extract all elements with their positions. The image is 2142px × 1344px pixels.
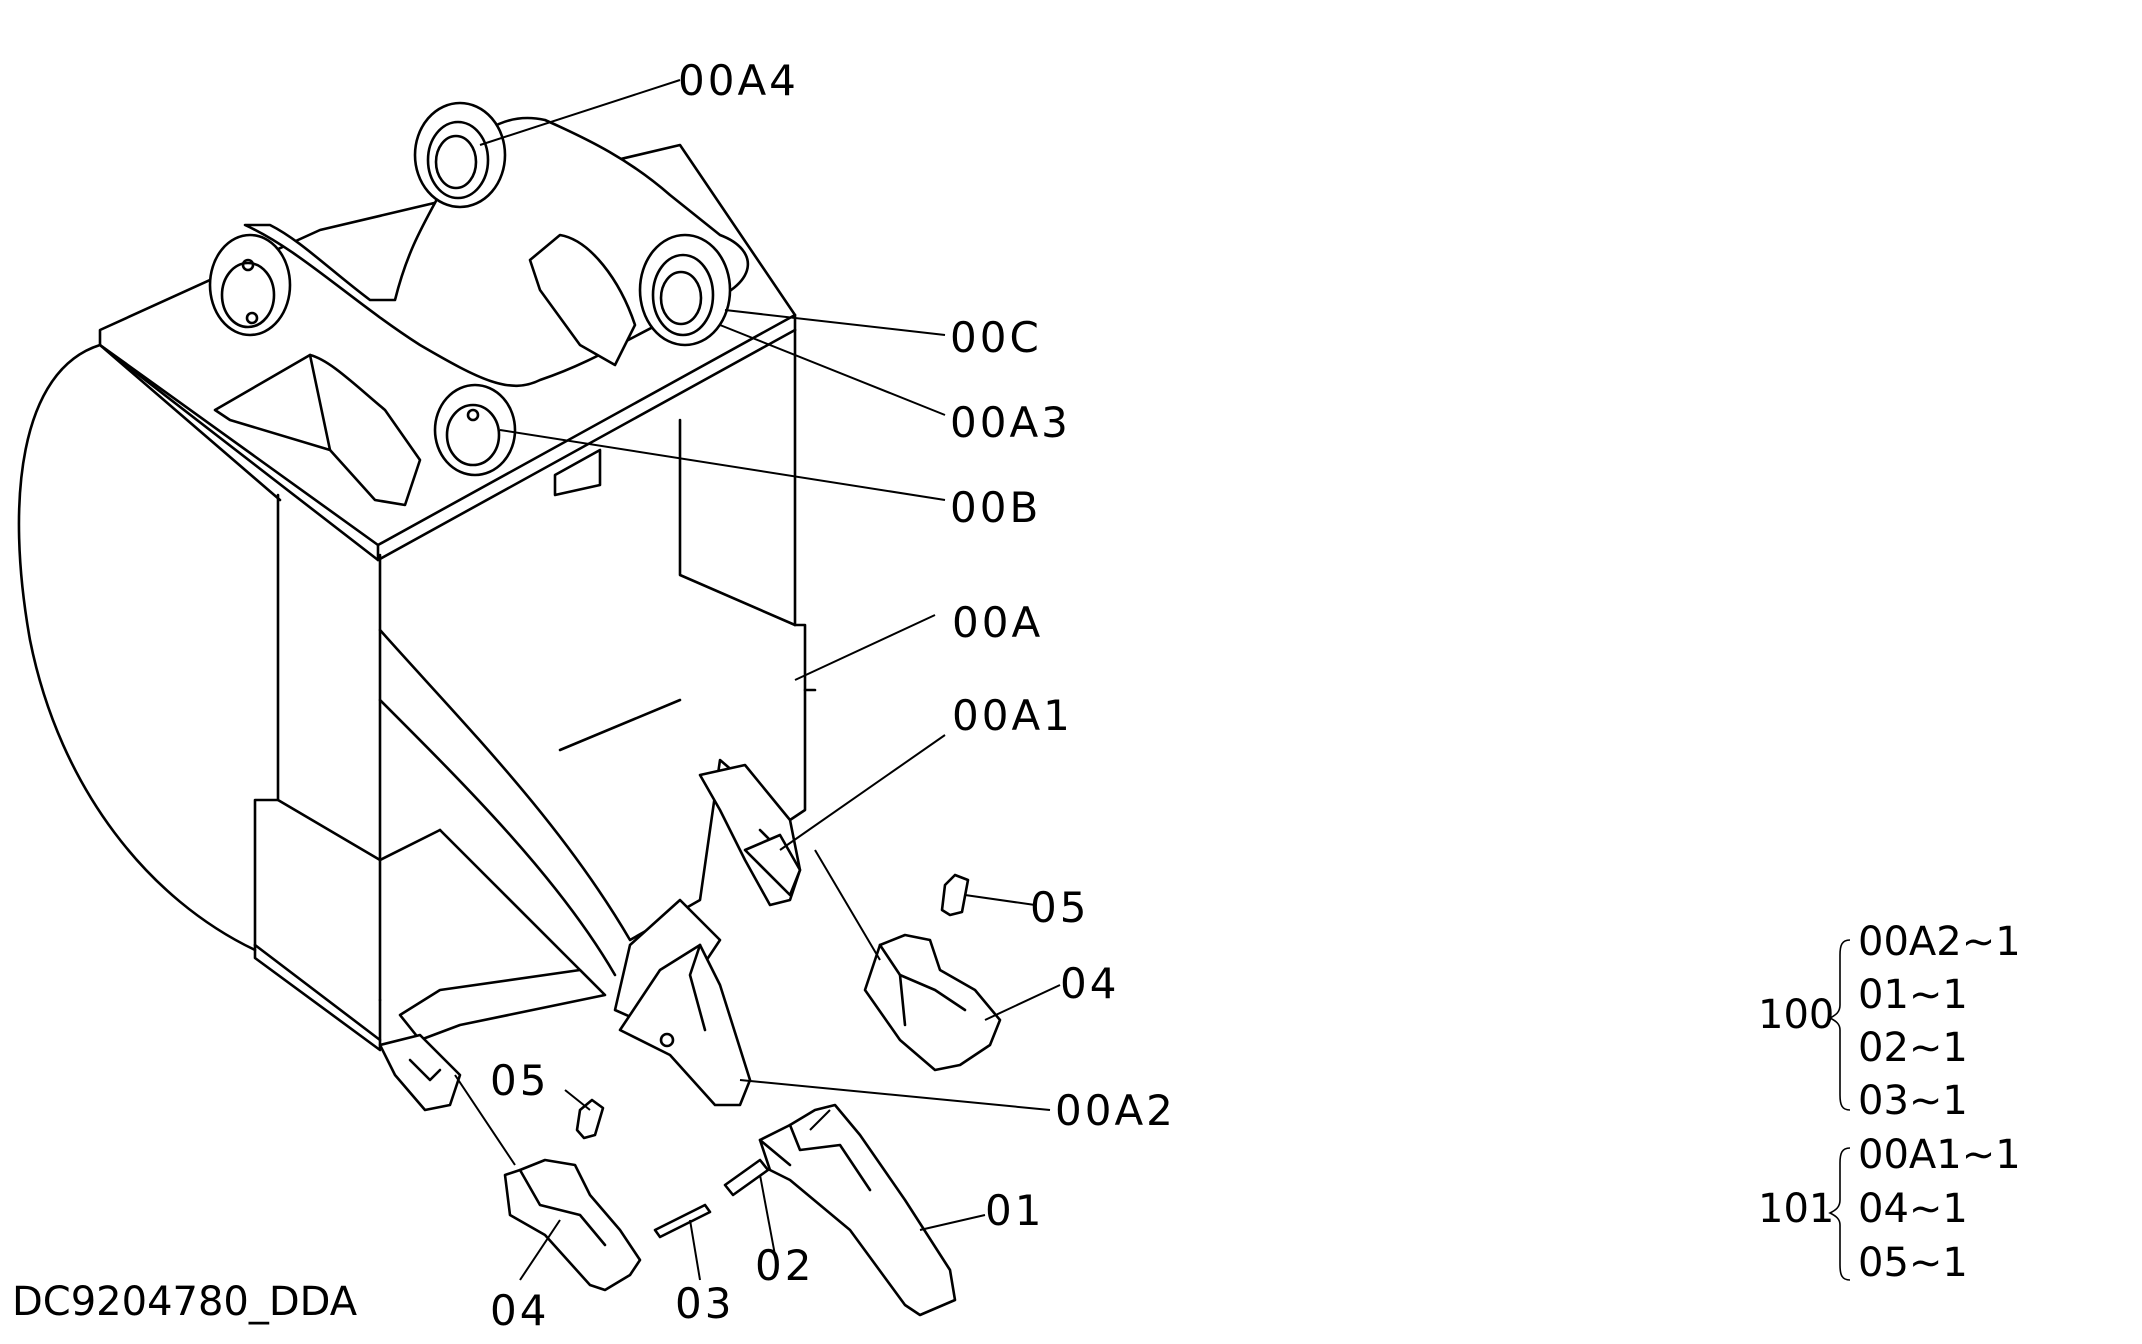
callout-labels: 00A4 00C 00A3 00B 00A 00A1 05 04 00A2 05… [490, 56, 1176, 1335]
bucket-cutting-edge [398, 968, 607, 1042]
callout-03: 03 [675, 1279, 734, 1328]
kit-101-item: 04∼1 [1858, 1186, 1968, 1232]
callout-00A: 00A [952, 598, 1043, 647]
adapter-center-00A2 [618, 943, 752, 1107]
gusset-left [213, 353, 422, 507]
bucket-left-side [276, 493, 382, 862]
boss-00A4 [413, 101, 507, 209]
pin-03 [653, 1203, 712, 1239]
kit-101: 101 00A1∼1 04∼1 05∼1 [1758, 1132, 2021, 1286]
callout-00A2: 00A2 [1055, 1086, 1176, 1135]
bucket-back-shell-inner [98, 343, 282, 502]
callout-04-left: 04 [490, 1286, 549, 1335]
kit-100-item: 03∼1 [1858, 1078, 1968, 1124]
kit-100-item: 01∼1 [1858, 972, 1968, 1018]
bucket-floor [378, 628, 792, 942]
gusset-right [528, 233, 637, 367]
document-id: DC9204780_DDA [12, 1279, 358, 1325]
kit-101-id: 101 [1758, 1186, 1834, 1232]
callout-00A4: 00A4 [678, 56, 799, 105]
callout-00A3: 00A3 [950, 398, 1071, 447]
adapter-left [378, 1033, 462, 1112]
callout-01: 01 [985, 1186, 1044, 1235]
linkage-bracket [208, 101, 750, 507]
callout-04-right: 04 [1060, 959, 1119, 1008]
kit-100: 100 00A2∼1 01∼1 02∼1 03∼1 [1758, 919, 2021, 1124]
pin-02 [723, 1158, 770, 1197]
callout-00C: 00C [950, 313, 1042, 362]
kit-100-item: 00A2∼1 [1858, 919, 2021, 965]
retainer-05-right [940, 873, 970, 917]
tooth-04-right [863, 933, 1002, 1072]
kit-101-item: 05∼1 [1858, 1240, 1968, 1286]
callout-00A1: 00A1 [952, 691, 1073, 740]
loose-parts [503, 873, 1002, 1317]
callout-02: 02 [755, 1241, 814, 1290]
leader-lines [454, 79, 1061, 1281]
boss-00A3 [638, 233, 732, 347]
bucket-right-side [788, 328, 807, 822]
kit-100-item: 02∼1 [1858, 1025, 1968, 1071]
callout-05-left: 05 [490, 1056, 549, 1105]
retainer-05-left [575, 1098, 605, 1140]
kit-100-id: 100 [1758, 992, 1834, 1038]
tooth-01 [758, 1103, 957, 1317]
kit-101-item: 00A1∼1 [1858, 1132, 2021, 1178]
callout-00B: 00B [950, 483, 1041, 532]
kit-legend: 100 00A2∼1 01∼1 02∼1 03∼1 101 00A1∼1 04∼… [1758, 919, 2021, 1286]
callout-05-right: 05 [1030, 883, 1089, 932]
tooth-04-left [503, 1158, 642, 1292]
boss-00B [433, 383, 517, 477]
boss-upper-left [208, 233, 292, 337]
bucket-back-shell [17, 343, 257, 952]
